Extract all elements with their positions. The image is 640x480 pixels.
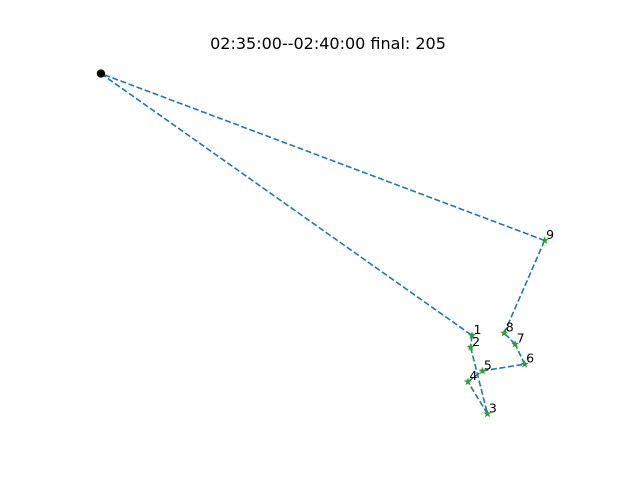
stop-marker-7 (511, 340, 520, 348)
stop-marker-5 (478, 366, 487, 375)
stop-label-3: 3 (489, 400, 497, 415)
stop-marker-1 (467, 331, 476, 339)
stop-marker-4 (463, 377, 472, 386)
chart-title: 02:35:00--02:40:00 final: 205 (210, 34, 446, 53)
route-segment (469, 347, 489, 415)
route-segment (467, 370, 483, 383)
stop-label-1: 1 (473, 322, 481, 337)
stop-marker-8 (500, 328, 509, 337)
route-segment (482, 363, 525, 372)
stop-label-6: 6 (526, 351, 534, 366)
stop-marker-9 (540, 236, 549, 244)
stop-label-9: 9 (546, 227, 554, 242)
stop-marker-6 (520, 359, 529, 368)
stop-label-4: 4 (469, 368, 477, 383)
start-point (96, 69, 106, 78)
stop-label-2: 2 (472, 334, 480, 349)
stop-label-5: 5 (484, 357, 492, 372)
stop-label-8: 8 (506, 320, 514, 335)
route-segment (100, 72, 473, 337)
stop-marker-3 (483, 409, 492, 418)
route-segment (100, 72, 545, 242)
stop-marker-2 (466, 343, 475, 351)
stop-label-7: 7 (517, 331, 525, 346)
route-segment (514, 343, 526, 365)
route-segment (467, 381, 489, 415)
